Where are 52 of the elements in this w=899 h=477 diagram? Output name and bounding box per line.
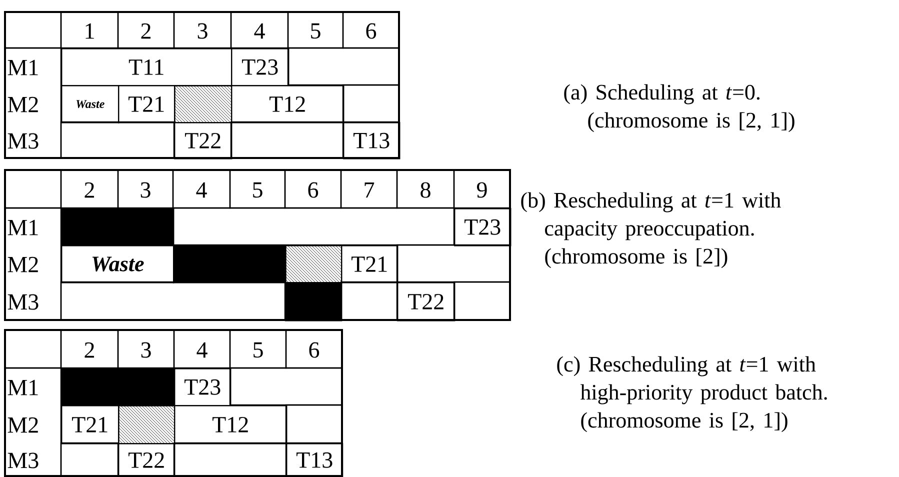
machine-label: M3 [8,452,38,468]
header-cell: 5 [229,329,287,369]
header-cell: 4 [230,11,289,49]
header-cell: 4 [173,329,231,369]
header-cell: 9 [453,169,511,209]
header-cell: 8 [396,169,455,209]
task-bar: T21 [341,245,398,284]
task-bar: T21 [118,85,176,124]
machine-label: M1 [8,220,38,236]
header-cell: 5 [287,11,344,49]
header-cell: 6 [284,169,342,209]
task-bar: Waste [61,245,174,284]
hatched-bar [285,245,342,284]
caption: (b) Rescheduling at t=1 with capacity preoccupation. (chromosome is [2]) [521,192,781,268]
machine-label: M2 [8,256,38,272]
header-cell: 7 [340,169,398,209]
hatched-bar [174,85,232,124]
task-bar: T23 [454,208,512,246]
header-cell: 3 [117,169,174,209]
task-bar: T22 [118,443,176,477]
header-cell: 3 [117,329,175,369]
task-bar: T21 [61,405,120,444]
machine-label: M1 [8,60,38,76]
task-bar: T13 [286,443,344,477]
task-bar: T22 [174,122,232,160]
task-bar: T12 [231,85,344,124]
machine-label: M3 [8,294,38,310]
hatched-bar [118,405,176,444]
machine-label: M2 [8,96,38,112]
machine-label: M3 [8,133,38,149]
task-bar: Waste [61,85,120,124]
header-cell: 1 [60,11,119,49]
machine-label: M2 [8,417,38,433]
task-bar: T13 [343,122,400,160]
header-cell: 3 [173,11,232,49]
header-cell: 2 [117,11,175,49]
blocked-bar [61,208,174,246]
blocked-bar [173,245,286,284]
header-cell: 5 [229,169,286,209]
task-bar: T23 [231,48,290,86]
header-cell: 2 [60,329,119,369]
header-cell: 6 [285,329,343,369]
header-cell: 6 [342,11,400,49]
blocked-bar [285,282,342,322]
header-cell: 4 [172,169,231,209]
header-cell: 2 [60,169,119,209]
caption: (a) Scheduling at t=0. (chromosome is [2, 1]) [564,84,794,132]
blocked-bar [61,368,176,406]
caption: (c) Rescheduling at t=1 with high-priority product batch. (chromosome is [2, 1]) [557,356,827,432]
task-bar: T22 [397,282,456,322]
machine-label: M1 [8,380,38,396]
task-bar: T23 [174,368,232,406]
